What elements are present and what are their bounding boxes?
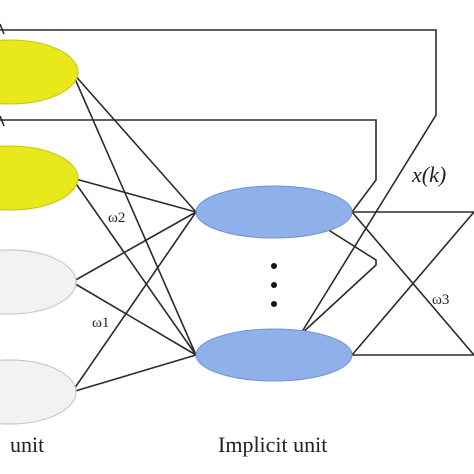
- edge-input2-hidden1: [71, 211, 197, 393]
- feedback-loop-inner: [0, 119, 377, 213]
- context-node-2: [0, 145, 79, 211]
- context-arrow-stubs: [0, 23, 5, 127]
- arrow-stub-upper: [0, 23, 5, 35]
- state-signal-label: x(k): [411, 162, 446, 187]
- context-node-1: [0, 39, 79, 105]
- hidden-ellipsis: [271, 263, 277, 307]
- hidden-node-1: [195, 185, 353, 239]
- arrow-stub-lower: [0, 115, 5, 127]
- hidden-to-output-connections: [351, 211, 474, 356]
- edge-input2-hidden2: [71, 354, 197, 393]
- hidden-layer-label: Implicit unit: [218, 432, 327, 457]
- ellipsis-dot-1: [271, 263, 277, 269]
- feedback-loop-hidden: [299, 211, 377, 336]
- weight-2-label: ω2: [108, 210, 125, 226]
- input-to-hidden-connections: [71, 71, 197, 393]
- feedback-connections: [0, 29, 437, 336]
- edge-context2-hidden2: [71, 177, 197, 356]
- input-layer-label: unit: [10, 432, 44, 457]
- edge-hidden2-output-upper: [351, 211, 474, 356]
- edge-context2-hidden1: [71, 177, 197, 213]
- input-node-2: [0, 359, 77, 425]
- weight-3-label: ω3: [432, 292, 449, 308]
- input-node-1: [0, 249, 77, 315]
- ellipsis-dot-2: [271, 282, 277, 288]
- edge-input1-hidden2: [71, 281, 197, 356]
- hidden-node-2: [195, 328, 353, 382]
- ellipsis-dot-3: [271, 301, 277, 307]
- edge-input1-hidden1: [71, 211, 197, 283]
- weight-1-label: ω1: [92, 315, 109, 331]
- edge-context1-hidden2: [71, 71, 197, 356]
- edge-context1-hidden1: [71, 71, 197, 213]
- feedback-loop-outer: [0, 29, 437, 336]
